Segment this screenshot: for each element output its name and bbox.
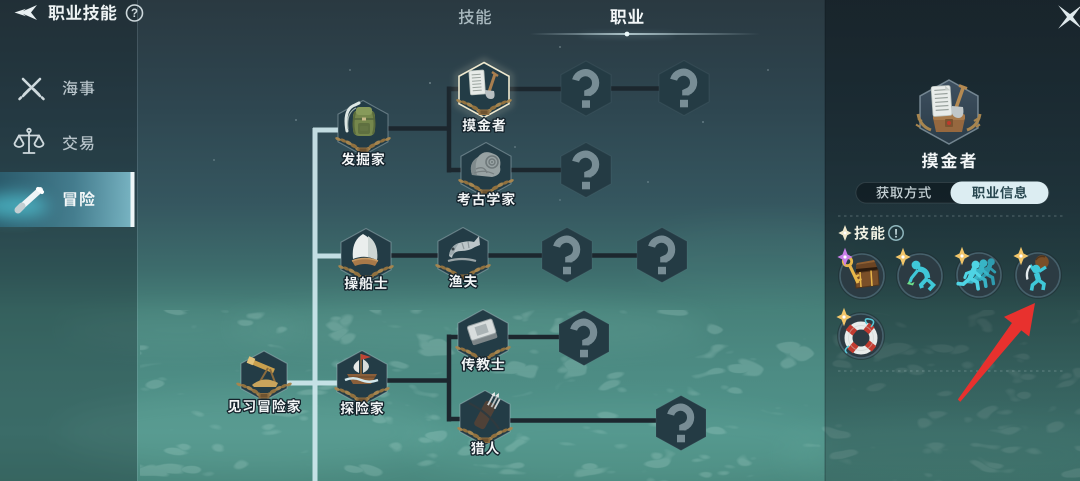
svg-text:!: !	[894, 229, 898, 241]
svg-text:?: ?	[131, 8, 138, 20]
